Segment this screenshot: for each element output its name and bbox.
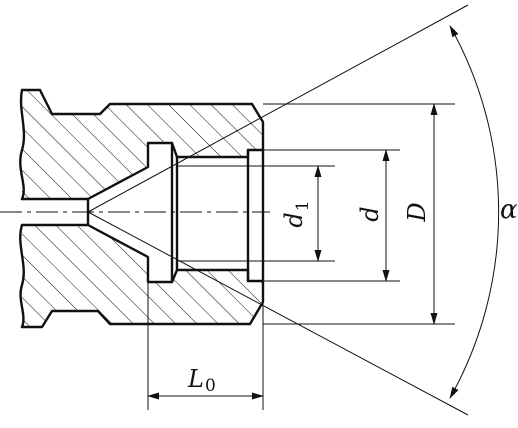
label-L0: L0: [187, 365, 216, 396]
label-d1-main: d: [280, 212, 308, 227]
angle-ray-upper: [87, 4, 469, 213]
section-lower-half: [22, 225, 263, 327]
dim-alpha-arc: [449, 25, 500, 399]
label-alpha: α: [500, 195, 518, 225]
section-upper-half: [22, 90, 263, 199]
svg-text:D: D: [403, 202, 431, 222]
angle-ray-lower: [87, 211, 469, 416]
svg-text:d: d: [356, 206, 384, 221]
label-d1-sub: 1: [293, 200, 313, 211]
label-D: D: [403, 202, 431, 222]
label-L0-main: L: [187, 365, 204, 393]
label-L0-sub: 0: [205, 376, 216, 396]
angle-construction-lines: [87, 4, 469, 416]
left-break-line: [19, 88, 26, 329]
label-d: d: [356, 206, 384, 221]
dimension-labels: d1 d D α L0: [187, 195, 518, 396]
dimension-lines: [147, 25, 500, 400]
svg-text:d1: d1: [280, 200, 313, 227]
label-d1: d1: [280, 200, 313, 227]
part-cross-section: [19, 88, 265, 329]
